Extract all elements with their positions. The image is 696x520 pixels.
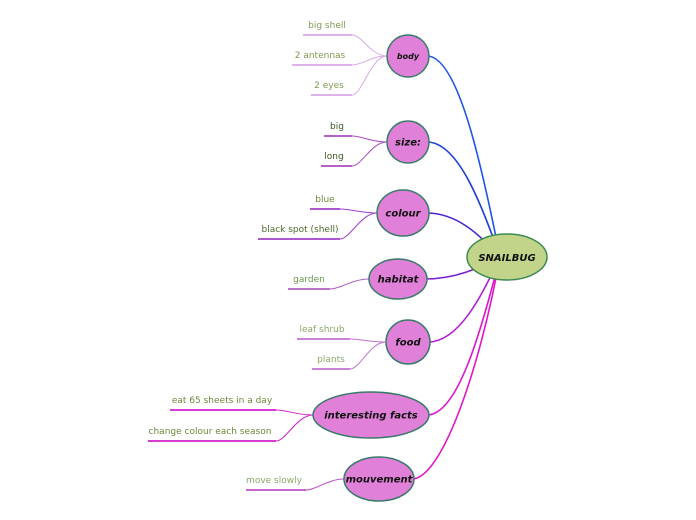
leaf-leaf-shrub[interactable]: leaf shrub xyxy=(299,325,344,335)
branch-label-size: size: xyxy=(395,138,421,149)
connector-habitat-garden xyxy=(329,278,370,290)
branch-ellipse-mouvement[interactable] xyxy=(343,456,415,502)
root-node[interactable]: SNAILBUG xyxy=(466,233,548,281)
root-label: SNAILBUG xyxy=(478,253,535,264)
connector-size-long xyxy=(351,141,388,167)
branch-node-interesting-facts[interactable]: interesting facts xyxy=(312,391,430,439)
node-layer: body size: colour habitat food interesting fa… xyxy=(312,34,431,502)
branch-ellipse-colour[interactable] xyxy=(376,189,430,237)
leaf-black-spot-shell[interactable]: black spot (shell) xyxy=(261,225,338,235)
branch-node-size[interactable]: size: xyxy=(386,120,430,164)
branch-ellipse-food[interactable] xyxy=(385,319,431,365)
connector-body-big-shell xyxy=(351,34,388,57)
branch-ellipse-interesting-facts[interactable] xyxy=(312,391,430,439)
connector-food-plants xyxy=(349,341,387,370)
leaf-eat-65-sheets-in-a-day[interactable]: eat 65 sheets in a day xyxy=(172,396,273,406)
root-ellipse[interactable] xyxy=(466,233,548,281)
connector-size-big xyxy=(351,135,388,143)
branch-ellipse-size[interactable] xyxy=(386,120,430,164)
connector-interesting-facts-change-colour-each-season xyxy=(275,414,314,442)
leaf-2-eyes[interactable]: 2 eyes xyxy=(314,81,344,91)
leaf-garden[interactable]: garden xyxy=(293,275,325,285)
leaf-big-shell[interactable]: big shell xyxy=(308,21,346,31)
leaf-big[interactable]: big xyxy=(330,122,344,132)
branch-node-food[interactable]: food xyxy=(385,319,431,365)
connector-root-interesting-facts xyxy=(426,256,501,416)
connector-root-mouvement xyxy=(411,256,501,480)
leaf-layer: big shell 2 antennas 2 eyes big long blue blac… xyxy=(148,21,352,491)
connector-colour-black-spot-shell xyxy=(339,212,378,240)
branch-label-colour: colour xyxy=(385,209,421,220)
leaf-long[interactable]: long xyxy=(324,152,343,162)
branch-label-habitat: habitat xyxy=(378,275,420,286)
connector-interesting-facts-eat-65-sheets-in-a-day xyxy=(275,409,314,416)
connector-root-body xyxy=(426,55,501,258)
branch-ellipse-habitat[interactable] xyxy=(368,258,428,300)
connector-body-2-eyes xyxy=(351,55,388,96)
branch-label-body: body xyxy=(397,52,420,61)
connector-colour-blue xyxy=(339,208,378,214)
branch-label-interesting-facts: interesting facts xyxy=(324,411,418,422)
connector-mouvement-move-slowly xyxy=(305,478,345,491)
leaf-2-antennas[interactable]: 2 antennas xyxy=(295,51,346,61)
leaf-move-slowly[interactable]: move slowly xyxy=(246,476,303,486)
leaf-change-colour-each-season[interactable]: change colour each season xyxy=(149,427,272,437)
branch-label-food: food xyxy=(395,338,421,349)
branch-node-colour[interactable]: colour xyxy=(376,189,430,237)
branch-node-habitat[interactable]: habitat xyxy=(368,258,428,300)
branch-ellipse-body[interactable] xyxy=(386,34,430,78)
leaf-blue[interactable]: blue xyxy=(315,195,335,205)
branch-node-body[interactable]: body xyxy=(386,34,430,78)
connector-food-leaf-shrub xyxy=(349,338,387,343)
branch-label-mouvement: mouvement xyxy=(346,475,414,486)
branch-node-mouvement[interactable]: mouvement xyxy=(343,456,415,502)
leaf-plants[interactable]: plants xyxy=(317,355,345,365)
